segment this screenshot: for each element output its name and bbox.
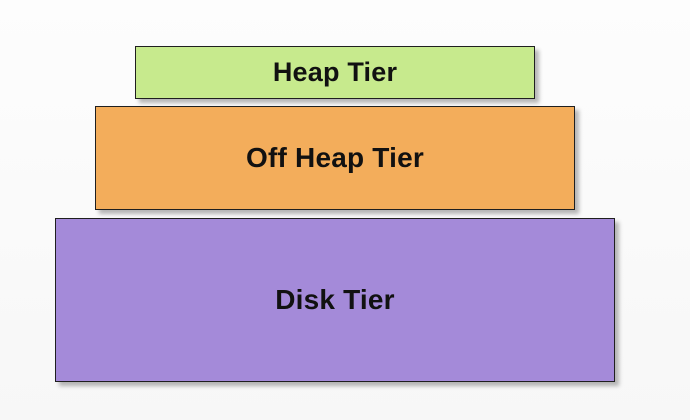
off-heap-tier-label: Off Heap Tier [246, 142, 424, 173]
off-heap-tier-box: Off Heap Tier [95, 106, 575, 210]
heap-tier-label: Heap Tier [272, 57, 398, 87]
heap-tier-box: Heap Tier [135, 46, 535, 99]
disk-tier-label: Disk Tier [275, 284, 395, 315]
disk-tier-box: Disk Tier [55, 218, 615, 382]
